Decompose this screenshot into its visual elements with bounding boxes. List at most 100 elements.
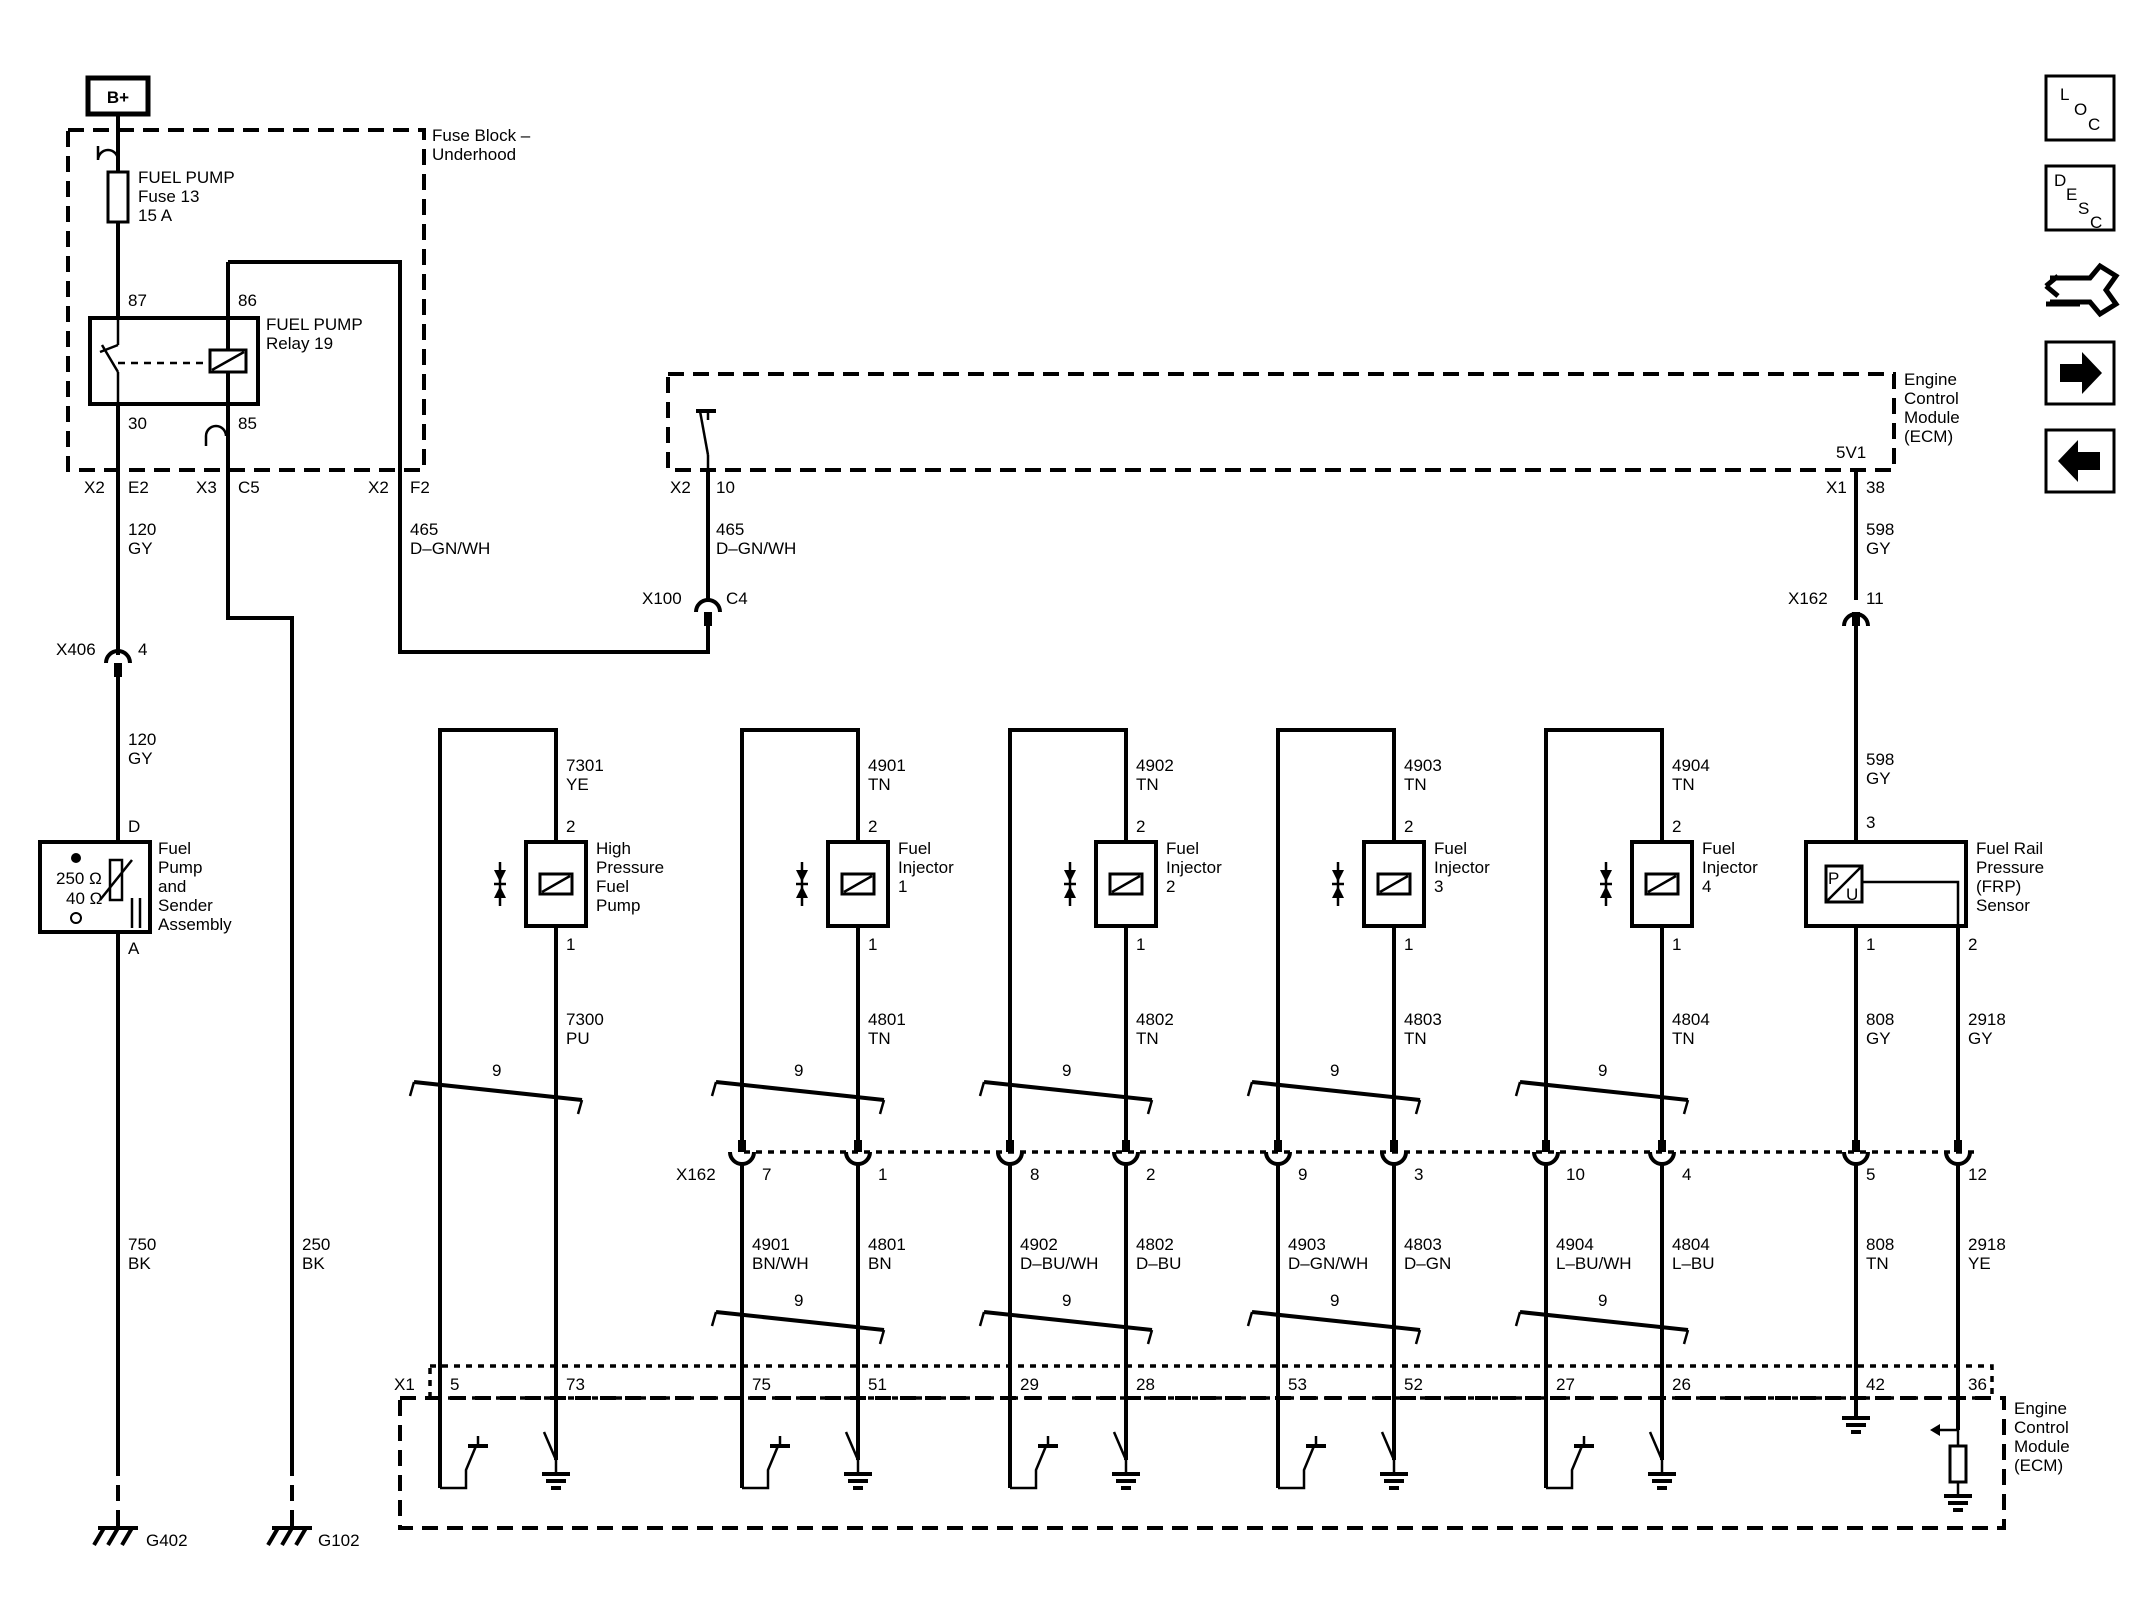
ecm-bottom-connector-band xyxy=(428,1364,1994,1400)
col-3-xc-right-num: 2 xyxy=(1146,1165,1155,1184)
frp-wire-right-num: 2918 xyxy=(1968,1010,2006,1029)
col-5-lo-left-num: 4904 xyxy=(1556,1235,1594,1254)
connector-x100-icon xyxy=(694,598,722,613)
loc-button[interactable]: L O C xyxy=(2044,74,2116,142)
col-5-twist-line xyxy=(1519,1080,1689,1102)
col-5-xc-right-pin xyxy=(1658,1140,1666,1152)
col-4-xc-left-num: 9 xyxy=(1298,1165,1307,1184)
col-2-label-3: 1 xyxy=(898,877,907,896)
col-3-xc-left-icon xyxy=(996,1151,1024,1166)
desc-button[interactable]: D E S C xyxy=(2044,164,2116,232)
wire-120-num: 120 xyxy=(128,520,156,539)
col-3-top-wire-num: 4902 xyxy=(1136,756,1174,775)
wiring-tools-icon[interactable] xyxy=(2044,262,2120,318)
col-5-twist-tick-l xyxy=(1514,1081,1522,1097)
col-4-xc-right-pin xyxy=(1390,1140,1398,1152)
col-3-twist-line xyxy=(983,1080,1153,1102)
col-4-top-wire-color: TN xyxy=(1404,775,1427,794)
col-2-xc-right-pin xyxy=(854,1140,862,1152)
col-3-ecm-right-pin: 28 xyxy=(1136,1375,1155,1394)
ecm-top-title-1: Engine xyxy=(1904,370,1957,389)
col-1-pin2: 2 xyxy=(566,817,575,836)
col-4-flow-arrow-up xyxy=(1332,886,1344,898)
ground-g102-icon xyxy=(266,1526,312,1547)
col-4-twist2-tick-r xyxy=(1414,1329,1422,1345)
col-2-top-wire-color: TN xyxy=(868,775,891,794)
col-4-bot-wire-color: TN xyxy=(1404,1029,1427,1048)
fuse-id: Fuse 13 xyxy=(138,187,199,206)
col-5-bot-wire-color: TN xyxy=(1672,1029,1695,1048)
ecm-pullup-resistor-icon xyxy=(1930,1424,1972,1512)
col-2-top-loop xyxy=(740,728,860,1140)
ecm-top-switch-icon xyxy=(696,409,716,470)
wire-465b-num: 465 xyxy=(716,520,744,539)
col-3-top-loop xyxy=(1008,728,1128,1140)
col-1-top-wire-num: 7301 xyxy=(566,756,604,775)
col-4-lo-right-num: 4803 xyxy=(1404,1235,1442,1254)
col-1-top-wire-color: YE xyxy=(566,775,589,794)
col-1-pin1: 1 xyxy=(566,935,575,954)
col-3-twist-tick-r xyxy=(1146,1099,1154,1115)
col-3-ecm-left-switch xyxy=(1010,1445,1048,1490)
col-3-pin1: 1 xyxy=(1136,935,1145,954)
col-2-coil-diag xyxy=(843,874,873,894)
col-5-ecm-right-pin: 26 xyxy=(1672,1375,1691,1394)
col-5-ecm-right-switch xyxy=(1648,1431,1664,1461)
ecm-top-title-4: (ECM) xyxy=(1904,427,1953,446)
col-2-twist2-line xyxy=(715,1310,885,1332)
col-2-twist-tick-r xyxy=(878,1099,886,1115)
col-2-lo-right-num: 4801 xyxy=(868,1235,906,1254)
col-4-pin2: 2 xyxy=(1404,817,1413,836)
ground-g402-label: G402 xyxy=(146,1531,188,1550)
col-2-label-1: Fuel xyxy=(898,839,931,858)
col-5-lo-right-num: 4804 xyxy=(1672,1235,1710,1254)
ecm-top-ref: 5V1 xyxy=(1836,443,1866,462)
col-3-lo-left-num: 4902 xyxy=(1020,1235,1058,1254)
previous-page-button[interactable] xyxy=(2044,428,2116,494)
fp-label-2: Pump xyxy=(158,858,202,877)
wire-598a-color: GY xyxy=(1866,539,1891,558)
col-5-twist2-line xyxy=(1519,1310,1689,1332)
col-4-twist-tick-l xyxy=(1246,1081,1254,1097)
col-4-xc-right-icon xyxy=(1380,1151,1408,1166)
battery-positive-box: B+ xyxy=(85,75,151,117)
col-3-label-2: Injector xyxy=(1166,858,1222,877)
col-5-lo-right-color: L–BU xyxy=(1672,1254,1715,1273)
fp-resist-2: 40 Ω xyxy=(66,889,102,908)
wire-120b-color: GY xyxy=(128,749,153,768)
col-3-label-1: Fuel xyxy=(1166,839,1199,858)
col-5-label-3: 4 xyxy=(1702,877,1711,896)
col-1-label-3: Fuel xyxy=(596,877,629,896)
col-3-label-3: 2 xyxy=(1166,877,1175,896)
col-2-ecm-right-pin: 51 xyxy=(868,1375,887,1394)
fuse-rating: 15 A xyxy=(138,206,173,225)
next-page-button[interactable] xyxy=(2044,340,2116,406)
col-4-ecm-left-switch xyxy=(1278,1445,1316,1490)
col-5-flow-arrow-down xyxy=(1600,870,1612,882)
fp-label-1: Fuel xyxy=(158,839,191,858)
col-4-xc-right-num: 3 xyxy=(1414,1165,1423,1184)
wire-250-color: BK xyxy=(302,1254,325,1273)
ecm-top-title-2: Control xyxy=(1904,389,1959,408)
col-3-lo-right-num: 4802 xyxy=(1136,1235,1174,1254)
ground-g102-label: G102 xyxy=(318,1531,360,1550)
col-2-xc-right-num: 1 xyxy=(878,1165,887,1184)
fp-label-4: Sender xyxy=(158,896,213,915)
col-1-ecm-left-switch xyxy=(440,1445,478,1490)
col-5-pin1: 1 xyxy=(1672,935,1681,954)
col-2-flow-arrow-down xyxy=(796,870,808,882)
col-3-flow-arrow-down xyxy=(1064,870,1076,882)
col-1-twist-tick-l xyxy=(408,1081,416,1097)
svg-text:L: L xyxy=(2060,85,2069,104)
col-5-top-wire-num: 4904 xyxy=(1672,756,1710,775)
col-5-top-loop xyxy=(1544,728,1664,1140)
col-2-xc-left-icon xyxy=(728,1151,756,1166)
fb-conn-1: X2 xyxy=(84,478,105,497)
col-3-lo-right-color: D–BU xyxy=(1136,1254,1181,1273)
col-4-bot-wire-num: 4803 xyxy=(1404,1010,1442,1029)
col-5-coil-diag xyxy=(1647,874,1677,894)
col-5-bot-wire-num: 4804 xyxy=(1672,1010,1710,1029)
ground-tap-icon xyxy=(204,424,228,446)
svg-text:E: E xyxy=(2066,185,2077,204)
